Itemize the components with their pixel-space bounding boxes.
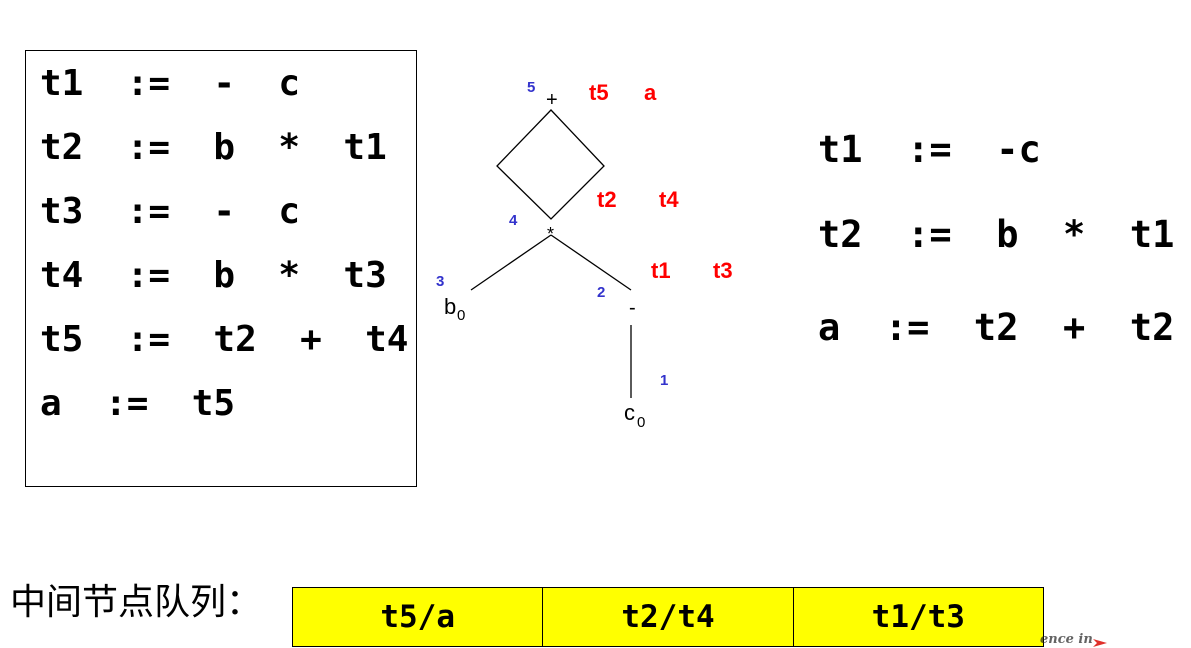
node-plus-number: 5 — [527, 79, 535, 96]
node-queue: t5/a t2/t4 t1/t3 — [292, 587, 1044, 647]
dag-edge-times-b0 — [470, 234, 552, 291]
node-minus-op: - — [629, 297, 636, 319]
leaf-b0-sub: 0 — [457, 307, 465, 324]
leaf-b0-base: b — [444, 294, 456, 319]
queue-cell-2: t2/t4 — [543, 588, 794, 646]
leaf-b0-number: 3 — [436, 273, 444, 290]
code-line-2: t2 := b * t1 — [40, 127, 387, 168]
watermark-text: ence in — [1040, 632, 1093, 647]
code-line-6: a := t5 — [40, 383, 236, 424]
optimized-line-2: t2 := b * t1 — [818, 213, 1175, 256]
leaf-c0-number: 1 — [660, 372, 668, 389]
optimized-line-1: t1 := -c — [818, 128, 1041, 171]
leaf-c0-base: c — [624, 400, 635, 425]
queue-label: 中间节点队列： — [10, 582, 263, 623]
leaf-c0-sub: 0 — [637, 414, 645, 431]
dag-edge-times-minus — [550, 234, 632, 291]
queue-cell-3: t1/t3 — [871, 599, 965, 635]
code-line-1: t1 := - c — [40, 63, 301, 104]
node-times-label-1: t2 — [597, 187, 617, 212]
node-minus-label-2: t3 — [713, 258, 733, 283]
original-code-box: t1 := - c t2 := b * t1 t3 := - c t4 := b… — [25, 50, 417, 487]
queue-cell-1: t5/a — [293, 588, 544, 646]
optimized-line-3: a := t2 + t2 — [818, 306, 1175, 349]
node-plus-label-1: t5 — [589, 80, 609, 105]
node-plus-label-2: a — [644, 80, 657, 105]
dag-edge-diamond — [496, 109, 605, 220]
node-times-number: 4 — [509, 212, 518, 229]
node-plus-op: + — [546, 89, 558, 111]
node-minus-number: 2 — [597, 284, 605, 301]
node-times-op: * — [547, 224, 554, 244]
code-line-3: t3 := - c — [40, 191, 301, 232]
code-line-5: t5 := t2 + t4 — [40, 319, 409, 360]
node-times-label-2: t4 — [659, 187, 679, 212]
watermark-arrow-icon — [1093, 639, 1107, 647]
node-minus-label-1: t1 — [651, 258, 671, 283]
code-line-4: t4 := b * t3 — [40, 255, 387, 296]
